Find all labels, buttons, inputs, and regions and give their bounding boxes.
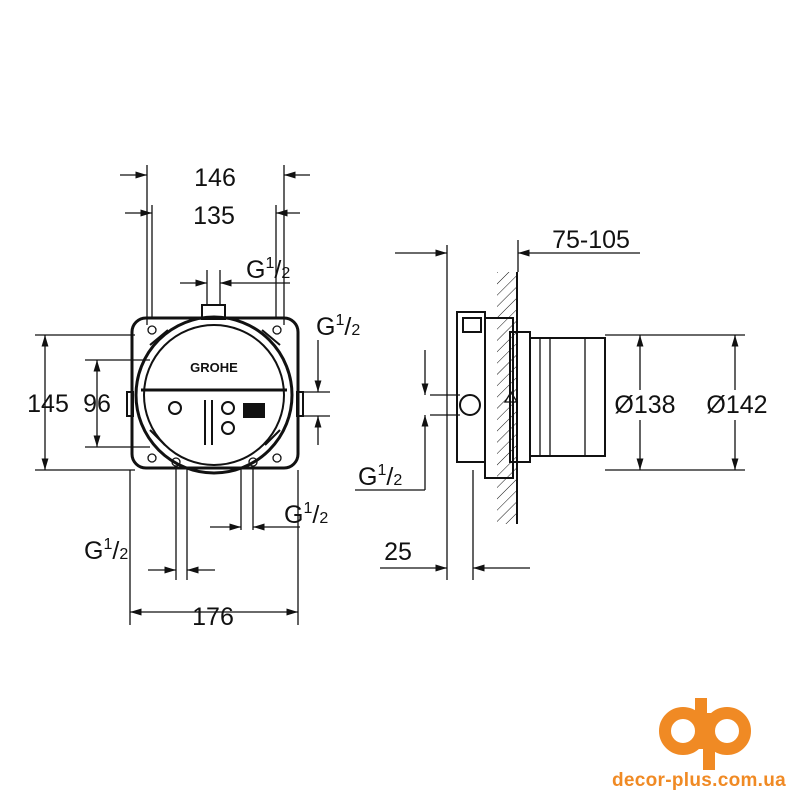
right-stub <box>296 391 304 417</box>
mounting-holes <box>147 325 282 467</box>
sleeve <box>529 337 606 457</box>
thread-label-bottom-right: G1/2 <box>284 500 328 529</box>
front-view: GROHE <box>126 270 304 580</box>
housing-ring <box>134 315 294 475</box>
dim-75-105: 75-105 <box>552 226 630 254</box>
dim-diameter-138: Ø138 <box>614 391 675 419</box>
thread-label-bottom-left: G1/2 <box>84 536 128 565</box>
dim-135: 135 <box>193 202 235 230</box>
thread-label-side: G1/2 <box>358 462 402 491</box>
thread-label-top: G1/2 <box>246 255 290 284</box>
dim-diameter-142: Ø142 <box>706 391 767 419</box>
dim-96: 96 <box>83 390 111 418</box>
body-back <box>456 311 486 463</box>
front-extension-lines <box>35 165 330 625</box>
decor-plus-logo <box>659 698 751 770</box>
valve-symbols <box>168 400 235 445</box>
front-dimension-lines <box>41 171 322 616</box>
dim-176: 176 <box>192 603 234 631</box>
brand-label: GROHE <box>190 360 238 375</box>
dim-146: 146 <box>194 164 236 192</box>
side-dimension-lines <box>355 249 739 572</box>
logo-url-text: decor-plus.com.ua <box>612 770 787 791</box>
corner-clips <box>149 329 281 446</box>
inlet-port <box>459 394 481 416</box>
dim-25: 25 <box>384 538 412 566</box>
label-block <box>243 403 265 418</box>
thread-label-right: G1/2 <box>316 312 360 341</box>
side-extension-lines <box>446 240 745 580</box>
top-outlet <box>201 304 226 320</box>
left-stub <box>126 391 134 417</box>
dim-145: 145 <box>27 390 69 418</box>
side-view <box>430 272 606 524</box>
